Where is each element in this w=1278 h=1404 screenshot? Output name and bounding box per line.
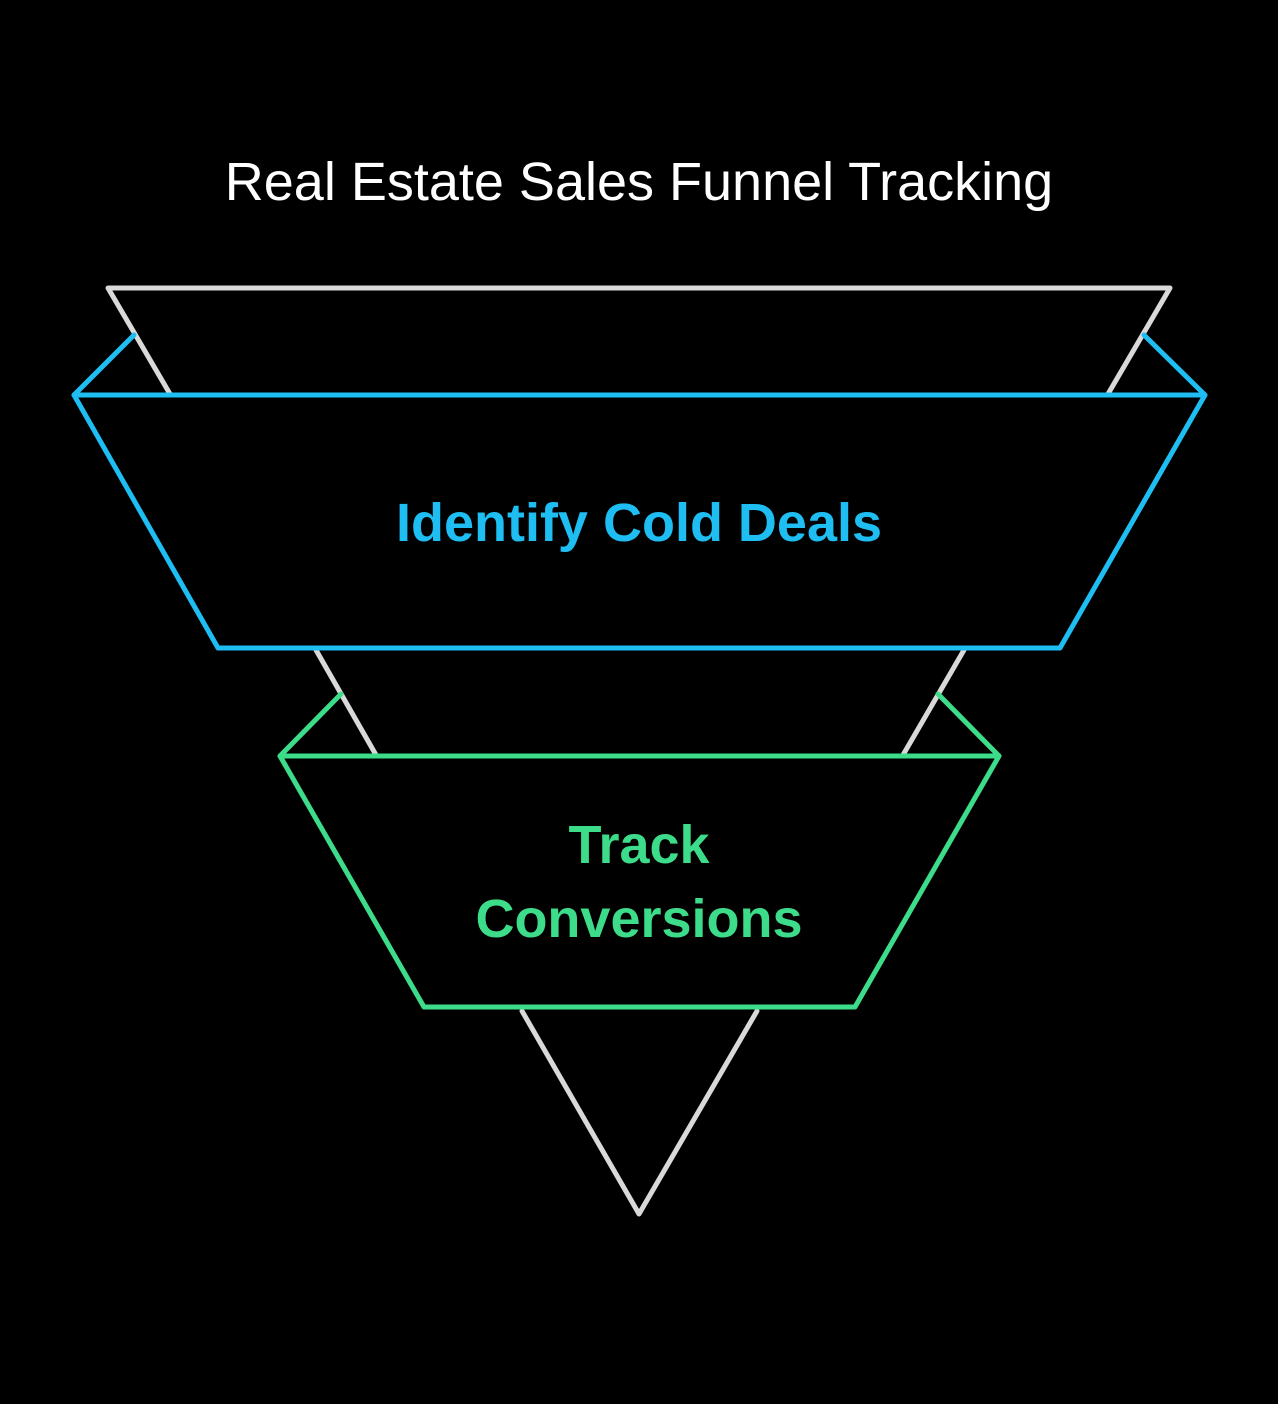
- stage-2-label-line: Conversions: [475, 889, 802, 949]
- funnel-outline: [105, 285, 1173, 1217]
- funnel-stage-1-flap-right: [1141, 332, 1208, 398]
- funnel-stage-2-flap-right: [935, 691, 1002, 759]
- stage-1-label: Identify Cold Deals: [396, 493, 882, 553]
- diagram-title: Real Estate Sales Funnel Tracking: [225, 152, 1053, 212]
- funnel-stage-2-flap-left: [277, 691, 344, 759]
- funnel-stage-1-flap-left: [71, 332, 137, 398]
- funnel-outline-top: [105, 285, 1173, 397]
- funnel-stage-1: Identify Cold Deals: [71, 332, 1208, 651]
- funnel-outline-tip: [519, 1008, 760, 1217]
- stage-2-label-line: Track: [568, 815, 710, 875]
- funnel-outline-right-segment: [900, 647, 967, 758]
- stage-1-label-line: Identify Cold Deals: [396, 493, 882, 553]
- funnel-stage-1-band: [71, 392, 1208, 651]
- funnel-outline-left-segment: [313, 647, 379, 758]
- funnel-stage-2-band: [277, 753, 1002, 1010]
